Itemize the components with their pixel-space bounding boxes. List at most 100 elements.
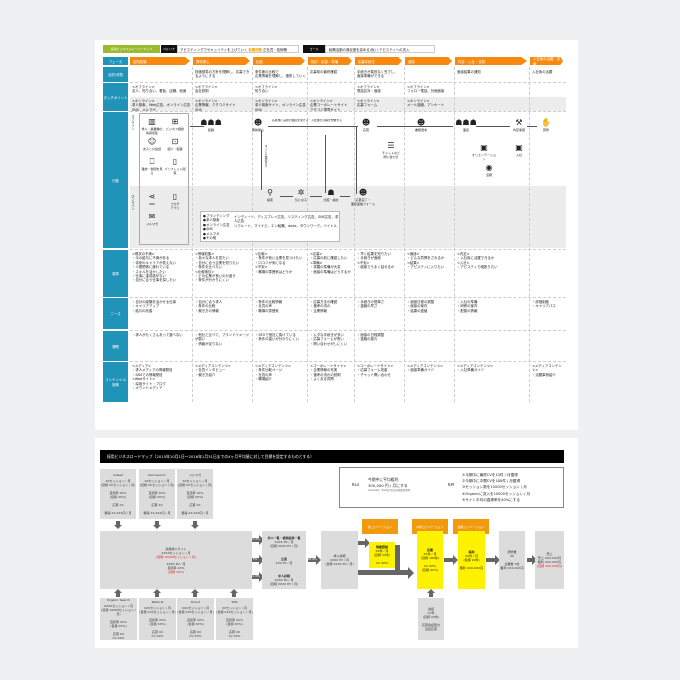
flow-arrow: [340, 196, 350, 197]
kpi-item: ⑤サイト平均の直帰率を40%にする: [462, 497, 520, 502]
phase-tab[interactable]: 内定・入社・定着: [455, 57, 527, 65]
issues-cell: [407, 333, 454, 361]
row-divider: [130, 249, 566, 250]
contents-cell: <コーポレートサイト> ・企業情報の充実 ・選考の流れの説明 ・よくある質問: [310, 364, 347, 382]
touch-on-cell: <オンライン> 求人検索、Web広告、オンライン広告 SNS、メルマガ: [132, 99, 191, 111]
popup-item: ●SNS: [203, 227, 213, 232]
issues-cell: ・ムダな手続きが多い ・応募フォームが長い ・問い合わせがしにくい: [310, 333, 348, 346]
roadmap-title: 採用ビジネスロードマップ（2015年10月1日～2016年1月31日までの4ヶ月…: [100, 450, 564, 463]
action-label: 比較・検討: [323, 198, 339, 202]
conversion-rate: 18.4%: [307, 557, 317, 561]
source-label: パンフレット閲覧: [164, 167, 186, 175]
row-label: フェーズ: [103, 57, 128, 65]
column-divider: [454, 67, 455, 402]
row-label: 感情: [103, 250, 128, 297]
phase-tab[interactable]: 面接: [405, 57, 452, 65]
phase-tab[interactable]: 検討・応募・準備: [308, 57, 352, 65]
flow-arrow: [476, 126, 510, 127]
action-label: 内定承諾: [512, 128, 525, 132]
action-label: 気になる: [294, 198, 307, 202]
touch-off-cell: <オフライン> 知り合い: [255, 85, 278, 94]
touch-on-cell: [532, 99, 565, 111]
online-touchpoint-band: [130, 97, 566, 111]
right-arrow-head: [316, 555, 321, 565]
sales-metrics: 売上 XXX,XXX円 粗利 XXX,XXX円: [537, 556, 562, 564]
row-label: 行動: [103, 112, 128, 248]
right-arrow: [252, 558, 259, 562]
contents-cell: <メディア> ・求人メディアの情報発信 ・SNSでの情報発信 <Webサイト> …: [132, 364, 173, 391]
source-metrics: XXXXセッション / 月 (目標 10000セッション / 月) 直帰率 XX…: [101, 604, 136, 640]
arrow-note: 応募後に実際の面接を受ける・入社後の活躍を想像する: [272, 119, 342, 122]
goal-label: ゴール: [303, 45, 325, 53]
up-arrow-head: [191, 589, 199, 593]
row-label: 課題: [103, 331, 128, 361]
share-icon: ⋖: [148, 192, 156, 201]
kpi-label: KPI: [448, 483, 455, 487]
source-name: Paid search: [148, 473, 166, 477]
online-source-label: ブログ アプリ: [170, 202, 180, 210]
emotions-cell: <比較> ・条件が良い企業を見つけたい ・口コミが気になる <不安> ・職場の雰…: [255, 252, 303, 274]
contents-cell: <メディアコンテンツ> ・面接準備ガイド: [407, 364, 443, 373]
action-icon: ☗☗☗: [200, 118, 222, 127]
phase-tab[interactable]: 応募手続き: [355, 57, 402, 65]
phase-tab[interactable]: 興味関心: [193, 57, 250, 65]
page-name: 求人詳細: [277, 573, 290, 578]
flow-arrow: [377, 126, 412, 127]
flow-arrow: [268, 126, 358, 127]
mail-icon: ✉: [148, 212, 156, 221]
training-name: 研修費: [507, 550, 517, 554]
issues-cell: [532, 333, 565, 361]
row-divider: [130, 330, 566, 331]
touch-off-cell: <オフライン> 電話応対・面接: [357, 85, 381, 94]
action-label: 応募完了・ 面接連絡フォーム: [351, 198, 375, 206]
touch-on-cell: [457, 99, 529, 111]
source-metrics: XXセッション / 月 (目標 XXセッション / 月) 直帰率 XX% (目標…: [100, 479, 136, 515]
action-label: 転職: [207, 128, 214, 132]
conversion-name: 情報登録: [375, 545, 388, 549]
goals-cell: 応募前の最終確認: [310, 70, 338, 74]
goals-cell: 入社後の活躍: [532, 70, 553, 74]
action-icon: ☻: [358, 188, 368, 197]
source-metrics: XXセッション / 月 (目標 XXXセッション / 月) 直帰率 XX% (目…: [216, 606, 253, 638]
column-divider: [192, 67, 193, 402]
column-divider: [404, 67, 405, 402]
bypass-connector: [395, 545, 400, 573]
row-label: 目的/状態: [103, 67, 128, 82]
phone-name: 電話: [427, 607, 434, 611]
action-icon: ▣: [480, 143, 488, 152]
page-name: 求人一覧・検索結果一覧: [267, 535, 301, 540]
up-arrow: [155, 593, 159, 597]
emotions-cell: <内定> ・入社後に活躍できるか <入社> ・アピスティで頑張りたい: [457, 252, 498, 270]
popup-item: ●求人検索: [203, 218, 220, 223]
up-arrow-head: [230, 589, 238, 593]
flow-arrow: [310, 196, 322, 197]
down-arrow-head: [153, 525, 161, 529]
phase-tab[interactable]: 比較: [253, 57, 305, 65]
phase-tab[interactable]: 入社後の活躍・貢献: [530, 57, 563, 65]
page-metrics: XXXX PV / 月 (目標 XXXX PV / 月): [269, 539, 299, 548]
emotions-cell: <応募> ・応募の前に確認したい <準備> ・書類の準備が大変 ・面接の準備はど…: [310, 252, 351, 274]
action-icon: ☻: [253, 118, 263, 127]
job-detail-name: 求人詳細: [333, 554, 346, 558]
action-icon: ✋: [541, 118, 551, 127]
action-label: 研修: [542, 128, 549, 132]
source-label: ビジネス相談: [165, 127, 184, 131]
phone-icon: ▯: [172, 192, 178, 201]
source-label: 雑誌・新聞を見る: [141, 167, 163, 175]
action-icon: ▣: [515, 143, 523, 152]
popup-text: インディード、ディスプレイ広告、リスティング広告、SNS広告、求人広告 リクルー…: [234, 215, 339, 228]
touch-off-cell: [532, 85, 565, 97]
kpi-item: ③セッション数を15000セッション / 月: [462, 485, 527, 490]
persona-label: ペルソナ: [161, 45, 177, 53]
row-label: コンテンツ & 施策: [103, 362, 128, 402]
sales-name: 売上: [546, 552, 553, 556]
flow-arrow: [190, 126, 204, 127]
phase-tab[interactable]: 認知段階: [130, 57, 190, 65]
main-site-sessions: XXXXセッション / 月: [161, 550, 191, 555]
